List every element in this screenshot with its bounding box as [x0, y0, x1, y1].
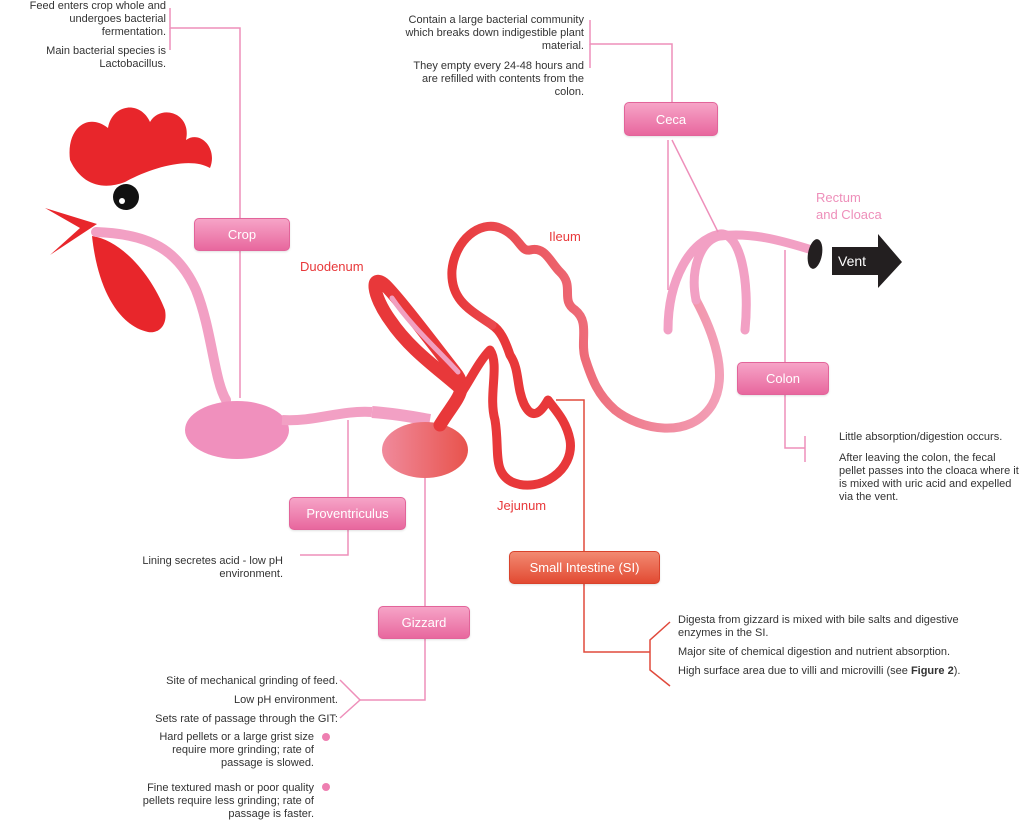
- si-note-2: Major site of chemical digestion and nut…: [678, 646, 951, 658]
- eye-highlight: [119, 198, 125, 204]
- ceca-notes: Contain a large bacterial community whic…: [404, 14, 584, 99]
- gizzard-note-3: Sets rate of passage through the GIT:: [155, 713, 338, 725]
- crop-note-1: Feed enters crop whole and undergoes bac…: [29, 0, 166, 38]
- small-intestine-notes: Digesta from gizzard is mixed with bile …: [678, 614, 978, 678]
- proventriculus-label: Proventriculus: [289, 497, 406, 530]
- esophagus: [91, 227, 231, 405]
- si-note-3: High surface area due to villi and micro…: [678, 665, 978, 678]
- colon-note-2: After leaving the colon, the fecal pelle…: [839, 452, 1019, 503]
- ceca-leader: [589, 20, 673, 104]
- colon-note-1: Little absorption/digestion occurs.: [839, 431, 1003, 443]
- leader-lines: [169, 8, 806, 719]
- small-intestine-leaders: [556, 399, 671, 687]
- colon-shape: [689, 230, 817, 305]
- gizzard-note-2: Low pH environment.: [234, 694, 338, 706]
- proventriculus-label-text: Proventriculus: [306, 506, 389, 521]
- rectum-line-1: Rectum: [816, 190, 861, 205]
- jejunum-text: Jejunum: [497, 498, 547, 513]
- si-note-1: Digesta from gizzard is mixed with bile …: [678, 614, 959, 639]
- ceca-pointer-2: [671, 139, 719, 233]
- crop-shape: [185, 401, 289, 459]
- vent-arrow: [832, 234, 902, 288]
- gizzard-label-text: Gizzard: [401, 615, 447, 630]
- duodenum-text: Duodenum: [300, 259, 364, 274]
- vent-text: Vent: [838, 253, 867, 269]
- beak: [45, 208, 97, 255]
- rectum-line-2: and Cloaca: [816, 207, 882, 222]
- gizzard-label: Gizzard: [378, 606, 470, 639]
- crop-to-proventriculus: [281, 406, 373, 426]
- bullet-dot-2: [322, 783, 330, 791]
- figure-2-ref: Figure 2: [910, 665, 954, 677]
- comb: [69, 107, 212, 186]
- eye: [113, 184, 139, 210]
- crop-label-text: Crop: [227, 227, 257, 242]
- gizzard-sub-note-1: Hard pellets or a large grist size requi…: [134, 731, 314, 770]
- crop-leader: [169, 8, 241, 398]
- gizzard-note-1: Site of mechanical grinding of feed.: [166, 675, 338, 687]
- vent-opening: [807, 239, 823, 269]
- gizzard-sub-note-1-text: Hard pellets or a large grist size requi…: [159, 731, 314, 769]
- ceca-note-2: They empty every 24-48 hours and are ref…: [413, 60, 584, 98]
- colon-label: Colon: [737, 362, 829, 395]
- ileum-text: Ileum: [549, 229, 581, 244]
- small-intestine-label: Small Intestine (SI): [509, 551, 660, 584]
- gizzard-sub-note-2: Fine textured mash or poor quality pelle…: [118, 782, 314, 821]
- proventriculus-tube: [371, 406, 431, 426]
- crop-label: Crop: [194, 218, 290, 251]
- crop-notes: Feed enters crop whole and undergoes bac…: [4, 0, 166, 71]
- ceca-note-1: Contain a large bacterial community whic…: [405, 14, 584, 52]
- proventriculus-leader: [300, 420, 349, 556]
- gizzard-shape: [382, 422, 468, 478]
- gizzard-leader: [360, 478, 426, 701]
- ceca-label-text: Ceca: [655, 111, 687, 127]
- small-intestine-label-text: Small Intestine (SI): [529, 560, 640, 575]
- si-note-3-prefix: High surface area due to villi and micro…: [678, 665, 911, 677]
- colon-label-text: Colon: [766, 371, 800, 386]
- proventriculus-note: Lining secretes acid - low pH environmen…: [142, 555, 283, 580]
- bullet-dot-1: [322, 733, 330, 741]
- crop-note-2: Main bacterial species is Lactobacillus.: [46, 45, 166, 70]
- duodenum-inner: [389, 295, 461, 375]
- duodenum-shape: [368, 274, 468, 432]
- wattle: [92, 236, 166, 333]
- ileum-shape: [447, 221, 724, 433]
- gizzard-notes: Site of mechanical grinding of feed. Low…: [130, 675, 338, 726]
- gizzard-sub-note-2-text: Fine textured mash or poor quality pelle…: [142, 782, 314, 820]
- gizzard-leader-bracket: [339, 679, 362, 719]
- si-leader: [556, 399, 650, 653]
- rectum-cloaca-text: Rectum and Cloaca: [816, 189, 882, 223]
- ceca-label: Ceca: [624, 102, 718, 136]
- colon-leader: [784, 250, 805, 449]
- si-note-3-suffix: ).: [953, 665, 961, 677]
- colon-notes: Little absorption/digestion occurs. Afte…: [839, 431, 1023, 504]
- si-leader-bracket: [649, 621, 671, 687]
- jejunum-shape: [457, 320, 575, 490]
